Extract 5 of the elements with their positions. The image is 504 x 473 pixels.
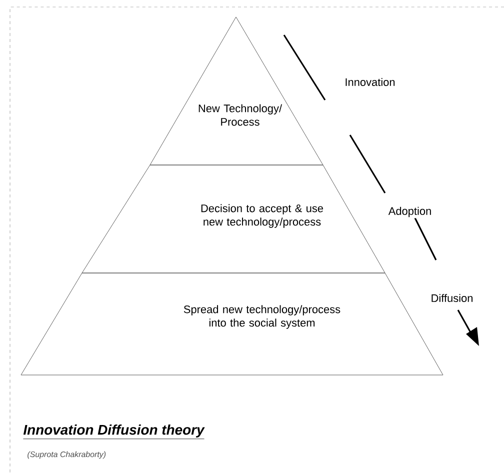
stage-label: Adoption (387, 206, 433, 218)
caption: Innovation Diffusion theory (23, 424, 205, 440)
pyramid-band: Decision to accept & use new technology/process (82, 164, 386, 274)
stage-label: Innovation (344, 76, 396, 88)
pyramid-top: New Technology/ Process (150, 16, 324, 166)
